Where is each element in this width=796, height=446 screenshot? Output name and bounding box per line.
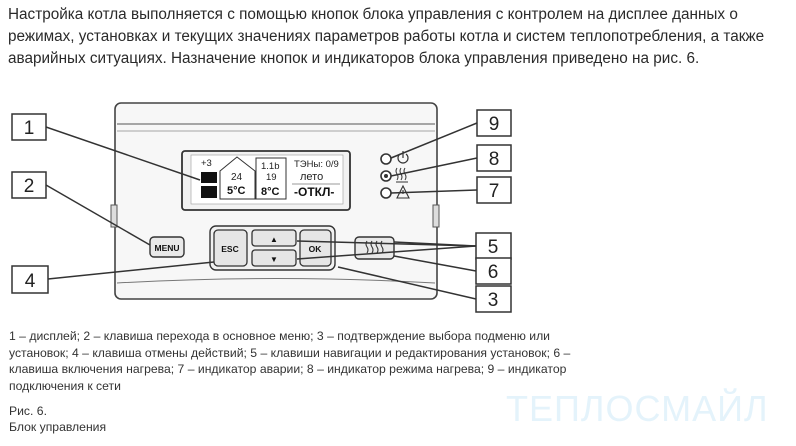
up-button[interactable]: ▲	[251, 229, 297, 247]
figure-legend: 1 – дисплей; 2 – клавиша перехода в осно…	[9, 329, 571, 393]
display-mode-box	[255, 157, 287, 200]
figure-number: Рис. 6.	[9, 404, 47, 418]
indicator-power	[380, 151, 409, 165]
callout-1-label: 1	[24, 118, 35, 139]
menu-button-label: MENU	[154, 243, 179, 253]
heating-button[interactable]	[354, 236, 395, 260]
menu-button[interactable]: MENU	[149, 236, 185, 258]
display-heaters: ТЭНы: 0/9	[294, 159, 339, 170]
figure-title: Блок управления	[9, 420, 107, 434]
power-icon	[397, 151, 409, 164]
down-button[interactable]: ▼	[251, 249, 297, 267]
callout-8-label: 8	[489, 149, 500, 170]
callout-6-label: 6	[488, 262, 499, 283]
esc-button[interactable]: ESC	[213, 229, 248, 267]
callout-5: 5	[475, 232, 512, 260]
callout-3: 3	[475, 285, 512, 313]
display-house-temp: 5°C	[227, 185, 246, 197]
up-arrow-icon: ▲	[270, 235, 278, 244]
callout-1: 1	[11, 113, 47, 141]
callout-4-label: 4	[25, 271, 36, 292]
display-house-value: 24	[231, 172, 243, 183]
callout-2-label: 2	[24, 176, 35, 197]
ok-button-label: OK	[309, 244, 323, 254]
display-mode-value: 19	[266, 172, 277, 183]
callout-9-label: 9	[489, 114, 500, 135]
house-outline-icon	[219, 156, 256, 200]
esc-button-label: ESC	[221, 244, 238, 254]
callout-3-label: 3	[488, 290, 499, 311]
control-unit-figure: +3 24 5°C 1.1b 19 8°C ТЭНы: 0/9 лето -ОТ…	[11, 102, 512, 313]
display-block-top	[201, 172, 217, 183]
callout-5-label: 5	[488, 237, 499, 258]
display-status: -ОТКЛ-	[294, 185, 334, 199]
down-arrow-icon: ▼	[270, 255, 278, 264]
callout-7: 7	[476, 176, 512, 204]
callout-2: 2	[11, 171, 47, 199]
callout-7-label: 7	[489, 181, 500, 202]
callout-9: 9	[476, 109, 512, 137]
callout-4: 4	[11, 265, 49, 294]
display-outdoor-temp: +3	[201, 158, 212, 169]
display-mode-code: 1.1b	[261, 161, 280, 172]
leader-lines	[45, 122, 478, 300]
figure-caption: Рис. 6. Блок управления	[9, 403, 309, 435]
display-mode-temp: 8°C	[261, 186, 280, 198]
callout-8: 8	[476, 144, 512, 172]
ok-button[interactable]: OK	[299, 229, 332, 267]
display-season: лето	[300, 171, 323, 183]
intro-paragraph: Настройка котла выполняется с помощью кн…	[8, 6, 765, 67]
callout-6: 6	[475, 257, 512, 285]
display-block-bottom	[201, 186, 217, 198]
watermark: ТЕПЛОСМАЙЛ	[506, 388, 769, 429]
lcd-display: +3 24 5°C 1.1b 19 8°C ТЭНы: 0/9 лето -ОТ…	[181, 150, 351, 211]
